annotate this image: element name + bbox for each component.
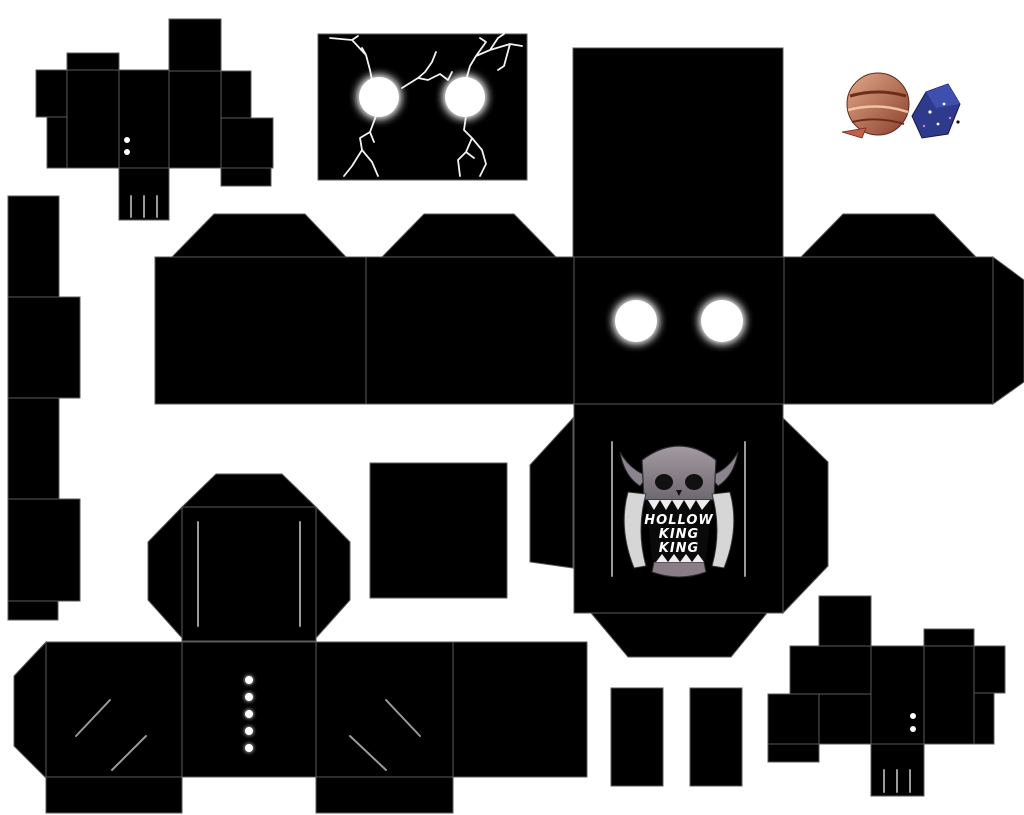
dice-icon: [911, 83, 961, 139]
lightning-bolt: [329, 35, 373, 81]
side-strip-piece: [7, 195, 81, 621]
plaque-line-2: KING: [659, 527, 699, 542]
planet-icon: [841, 72, 910, 139]
upper-left-arm-piece: [35, 18, 274, 221]
lower-right-arm-piece: [767, 595, 1006, 797]
button-dot: [910, 713, 916, 719]
button-dot: [245, 710, 253, 718]
body-box-piece: [13, 473, 588, 814]
plaque-line-3: KING: [659, 541, 699, 556]
glowing-eye-right: [445, 77, 485, 117]
glowing-eye-left: [359, 77, 399, 117]
leg-piece-left: [610, 687, 664, 787]
button-dot: [124, 137, 130, 143]
mask-panel-piece: HOLLOW KING KING: [529, 403, 829, 658]
lightning-bolt: [465, 33, 523, 81]
glowing-eye-right: [701, 300, 743, 342]
lightning-bolt: [401, 51, 453, 89]
button-dot: [245, 744, 253, 752]
button-dot: [245, 693, 253, 701]
head-box-piece: [154, 47, 1024, 405]
button-dot: [124, 149, 130, 155]
artist-logo: [841, 72, 961, 139]
leg-piece-right: [689, 687, 743, 787]
lightning-bolt: [457, 115, 487, 177]
square-panel-piece: [369, 462, 508, 599]
plaque-line-1: HOLLOW: [644, 513, 713, 528]
button-dot: [910, 726, 916, 732]
glowing-eye-left: [615, 300, 657, 342]
button-dot: [245, 727, 253, 735]
button-dot: [245, 676, 253, 684]
lightning-face-panel: [317, 33, 528, 181]
horned-skull-image: HOLLOW KING KING: [619, 445, 739, 578]
lightning-bolt: [343, 115, 379, 177]
